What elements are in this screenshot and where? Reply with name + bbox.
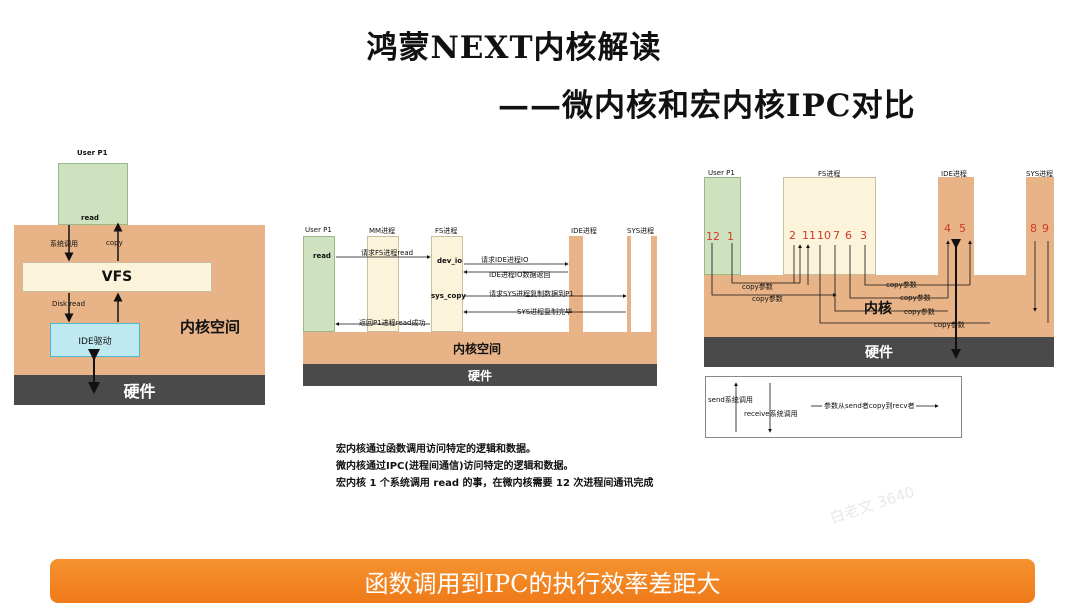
- sys-gap: [583, 236, 627, 332]
- note-line-1: 宏内核通过函数调用访问特定的逻辑和数据。: [336, 444, 536, 455]
- ipc-number-6: 6: [845, 229, 852, 242]
- title-line-1: 鸿蒙NEXT内核解读: [366, 30, 662, 66]
- right-user-p1-box: [704, 177, 741, 275]
- middle-user-p1-box: [303, 236, 335, 332]
- mid-sys-copy-label: sys_copy: [431, 292, 466, 300]
- monolithic-diagram: User P1 read VFS IDE驱动 内核空间 硬件 系统调用 copy…: [14, 145, 266, 407]
- gap-user-fs: [741, 177, 783, 275]
- mid-fs-label: FS进程: [435, 227, 458, 235]
- ipc-number-7: 7: [833, 229, 840, 242]
- right-fs-label: FS进程: [818, 170, 841, 178]
- read-label: read: [81, 214, 99, 222]
- msg-sys-copy: 请求SYS进程复制数据到P1: [489, 290, 574, 298]
- microkernel-ipc-diagram: User P1 FS进程 IDE进程 SYS进程 12 1 2 11 10 7 …: [690, 163, 1070, 368]
- hardware-label: 硬件: [123, 382, 156, 401]
- copy-param-6: copy参数: [934, 321, 965, 329]
- mid-mm-label: MM进程: [369, 227, 396, 235]
- gap-ide-sys: [974, 177, 1026, 275]
- ipc-arrows: [711, 239, 1049, 359]
- ipc-number-8: 8: [1030, 222, 1037, 235]
- right-kernel-label: 内核: [864, 301, 892, 317]
- fs-process-box: [431, 236, 463, 332]
- microkernel-flow-diagram: User P1 MM进程 FS进程 IDE进程 SYS进程 read dev_i…: [303, 222, 659, 387]
- kernel-space-label: 内核空间: [180, 318, 241, 336]
- mid-user-p1-label: User P1: [305, 226, 332, 234]
- ipc-number-4: 4: [944, 222, 951, 235]
- mid-hardware-block: 硬件: [303, 364, 657, 386]
- msg-ide-io: 请求IDE进程IO: [481, 256, 529, 264]
- gap-fs-ide: [876, 177, 938, 275]
- ipc-number-10: 10: [817, 229, 831, 242]
- legend-receive-label: receive系统调用: [744, 410, 798, 418]
- user-p1-label: User P1: [77, 149, 108, 157]
- legend-box: send系统调用 receive系统调用 参数从send者copy到recv者: [705, 376, 962, 438]
- sys-inner-gap: [631, 236, 651, 332]
- conclusion-banner: 函数调用到IPC的执行效率差距大: [50, 559, 1035, 603]
- note-line-2: 微内核通过IPC(进程间通信)访问特定的逻辑和数据。: [336, 461, 574, 472]
- legend-param-label: 参数从send者copy到recv者: [824, 402, 915, 410]
- right-hardware-label: 硬件: [865, 345, 893, 361]
- vfs-label: VFS: [101, 269, 133, 285]
- microkernel-message-arrows: [335, 255, 627, 326]
- msg-ide-ret: IDE进程IO数据返回: [489, 271, 551, 279]
- note-line-3: 宏内核 1 个系统调用 read 的事，在微内核需要 12 次进程间通讯完成: [336, 478, 654, 489]
- msg-return: 返回P1进程read成功: [359, 319, 426, 327]
- mid-read-label: read: [313, 252, 331, 260]
- copy-label: copy: [106, 239, 123, 247]
- msg-fs-read: 请求FS进程read: [361, 249, 414, 257]
- hardware-block: 硬件: [14, 375, 265, 405]
- monolithic-arrows: [64, 222, 123, 394]
- banner-text: 函数调用到IPC的执行效率差距大: [364, 569, 721, 598]
- vfs-box: VFS: [22, 262, 212, 292]
- ipc-number-5: 5: [959, 222, 966, 235]
- mm-process-box: [367, 236, 399, 332]
- middle-kernel-block: [303, 332, 657, 364]
- copy-param-2: copy参数: [752, 295, 783, 303]
- right-sys-label: SYS进程: [1026, 170, 1054, 178]
- ipc-number-1: 1: [727, 230, 734, 243]
- copy-param-1: copy参数: [742, 283, 773, 291]
- ipc-number-9: 9: [1042, 222, 1049, 235]
- watermark: 白老文 3640: [827, 482, 917, 528]
- ipc-number-12: 12: [706, 230, 720, 243]
- syscall-label: 系统调用: [50, 240, 78, 248]
- user-p1-box: [58, 163, 128, 225]
- legend-arrows: [734, 382, 939, 433]
- ide-left-gap: [463, 236, 569, 332]
- mid-sys-label: SYS进程: [627, 227, 655, 235]
- right-sys-top-gap: [690, 163, 1070, 177]
- right-ide-label: IDE进程: [941, 170, 967, 178]
- mid-hardware-label: 硬件: [467, 368, 492, 383]
- legend-send-label: send系统调用: [708, 396, 753, 404]
- mid-kernel-space-label: 内核空间: [453, 342, 502, 356]
- ipc-number-2: 2: [789, 229, 796, 242]
- ide-process-box: [569, 236, 583, 332]
- mid-ide-label: IDE进程: [571, 227, 597, 235]
- ipc-number-11: 11: [802, 229, 816, 242]
- ide-driver-label: IDE驱动: [78, 336, 112, 347]
- right-fs-box: [783, 177, 876, 275]
- right-hardware-block: 硬件: [704, 337, 1054, 367]
- mid-dev-io-label: dev_io: [437, 257, 463, 265]
- ipc-number-3: 3: [860, 229, 867, 242]
- right-user-p1-label: User P1: [708, 169, 735, 177]
- copy-param-5: copy参数: [904, 308, 935, 316]
- title-line-2: ——微内核和宏内核IPC对比: [498, 88, 916, 124]
